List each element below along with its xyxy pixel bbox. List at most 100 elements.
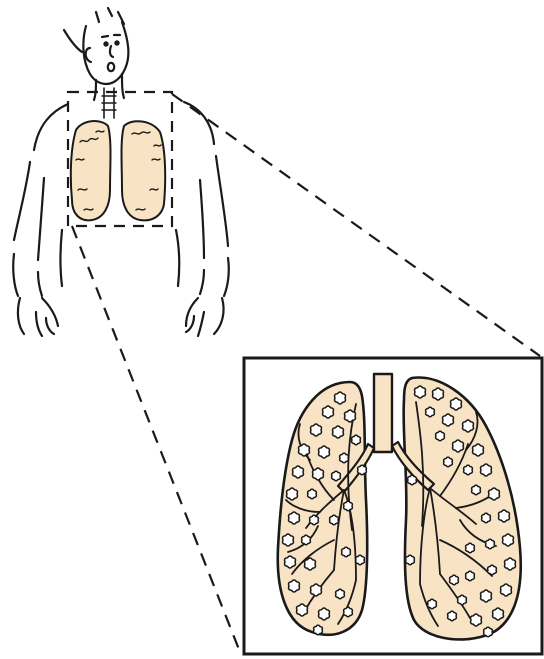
- alveolus: [408, 475, 417, 485]
- eye: [104, 42, 107, 45]
- ear: [86, 48, 91, 62]
- left-hand: [18, 298, 24, 334]
- alveolus: [486, 539, 495, 549]
- alveolus: [463, 420, 474, 432]
- alveolus: [472, 485, 481, 495]
- alveolus: [428, 599, 437, 609]
- right-arm-inner: [200, 180, 204, 258]
- alveolus: [448, 611, 457, 621]
- alveolus: [305, 558, 316, 570]
- torso-side: [61, 230, 63, 286]
- alveolus: [488, 565, 497, 575]
- left-arm-outer: [14, 162, 30, 240]
- alveolus: [336, 589, 345, 599]
- alveolus: [458, 595, 467, 605]
- alveolus: [332, 471, 341, 481]
- alveolus: [319, 608, 330, 620]
- alveolus: [484, 627, 493, 637]
- alveolus: [344, 501, 353, 511]
- neck-line: [122, 74, 124, 98]
- left-hand: [46, 318, 54, 334]
- alveolus: [473, 444, 484, 456]
- left-hand: [36, 312, 42, 336]
- alveolus: [481, 464, 492, 476]
- alveolus: [289, 512, 300, 524]
- eyebrow: [102, 36, 108, 37]
- eye: [115, 41, 118, 44]
- alveolus: [333, 426, 344, 438]
- alveolus: [293, 466, 304, 478]
- alveolus: [358, 465, 367, 475]
- zoom-line-bottom: [72, 226, 240, 652]
- alveolus: [426, 407, 435, 417]
- neck-line: [94, 80, 96, 100]
- alveolus: [335, 392, 346, 404]
- alveolus: [415, 386, 426, 398]
- alveolus: [352, 435, 361, 445]
- alveolus: [283, 534, 294, 546]
- right-hand: [198, 312, 204, 336]
- alveolus: [308, 489, 317, 499]
- alveolus: [466, 571, 475, 581]
- left-arm-inner: [38, 178, 44, 260]
- left-lung-small: [71, 121, 111, 220]
- right-arm-inner: [200, 270, 204, 294]
- alveolus: [340, 453, 349, 463]
- right-hand: [214, 298, 224, 334]
- alveolus: [453, 440, 464, 452]
- alveolus: [505, 558, 516, 570]
- alveolus: [450, 575, 459, 585]
- mouth: [108, 63, 114, 71]
- hair-stroke: [64, 30, 82, 52]
- lungs-icon: [71, 121, 165, 220]
- zoom-line-top: [172, 94, 540, 356]
- alveolus: [466, 543, 475, 553]
- alveolus: [482, 513, 491, 523]
- alveolus: [344, 607, 353, 617]
- alveolus: [311, 424, 322, 436]
- alveolus: [297, 604, 308, 616]
- alveolus: [493, 608, 504, 620]
- left-arm-inner: [38, 272, 42, 296]
- alveolus: [330, 515, 339, 525]
- hair-stroke: [108, 8, 112, 16]
- alveolus: [289, 580, 300, 592]
- left-hand: [42, 298, 58, 326]
- alveolus: [501, 584, 512, 596]
- alveolus: [436, 431, 445, 441]
- alveolus: [489, 488, 500, 500]
- alveolus: [313, 468, 324, 480]
- alveolus: [471, 614, 482, 626]
- right-hand: [186, 298, 198, 326]
- left-shoulder: [34, 104, 68, 150]
- right-lung-small: [122, 121, 166, 220]
- alveolus: [314, 625, 323, 635]
- alveolus: [311, 584, 322, 596]
- alveolus: [302, 535, 311, 545]
- alveolus: [342, 547, 351, 557]
- right-arm-outer: [224, 258, 229, 296]
- right-arm-outer: [216, 156, 228, 246]
- alveolus: [451, 398, 462, 410]
- torso-side: [176, 230, 179, 286]
- alveolus: [345, 410, 356, 422]
- alveolus: [499, 510, 510, 522]
- alveolus: [287, 488, 298, 500]
- alveolus: [503, 534, 514, 546]
- nose: [110, 46, 113, 57]
- left-arm-outer: [13, 254, 18, 296]
- alveolus: [310, 515, 319, 525]
- alveolus: [323, 406, 334, 418]
- alveolus: [406, 555, 415, 565]
- right-shoulder: [184, 102, 214, 144]
- alveolus: [319, 446, 330, 458]
- alveolus: [443, 414, 454, 426]
- hair-stroke: [96, 12, 99, 22]
- alveolus: [285, 556, 296, 568]
- alveolus: [356, 555, 365, 565]
- alveolus: [481, 590, 492, 602]
- alveolus: [299, 444, 310, 456]
- alveolus: [444, 457, 453, 467]
